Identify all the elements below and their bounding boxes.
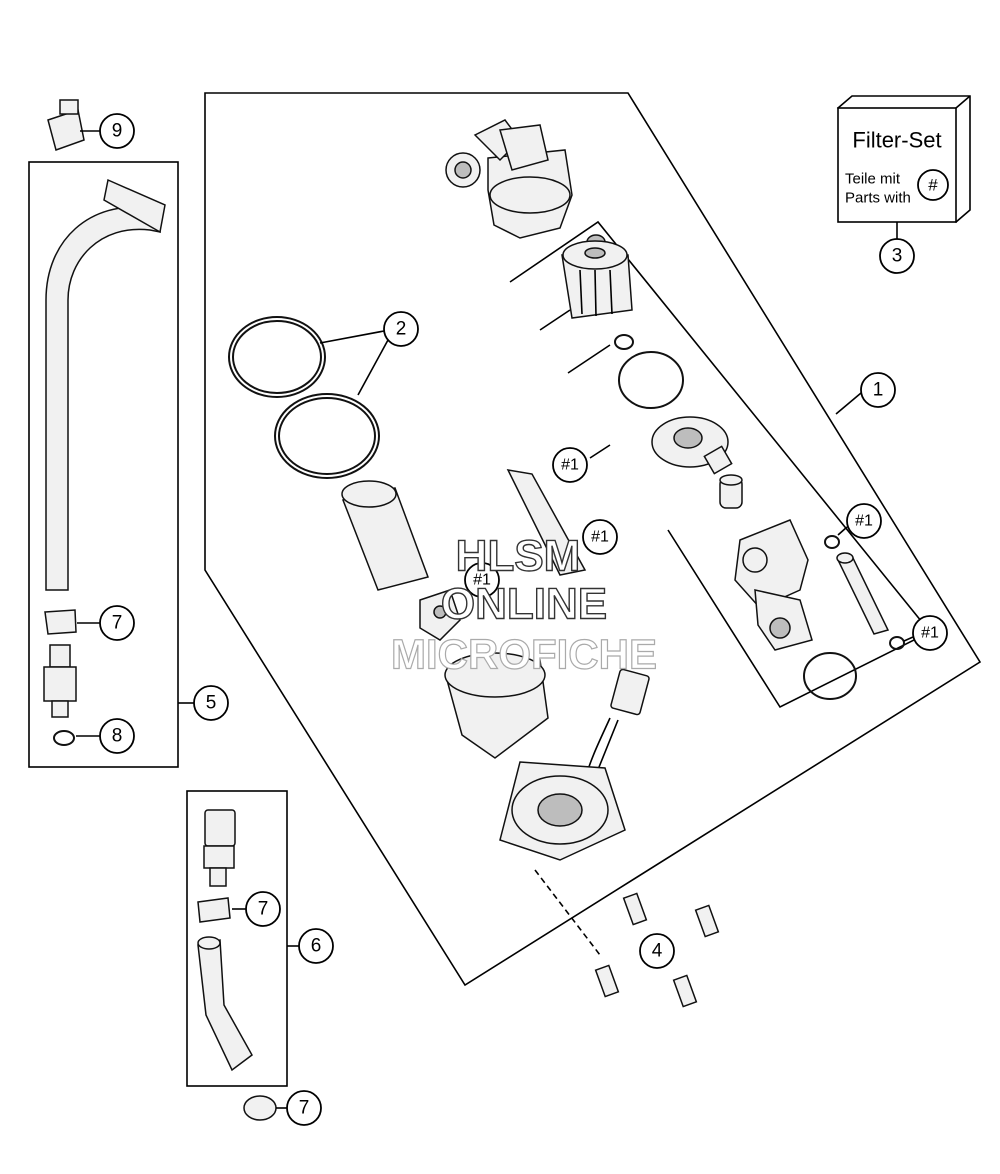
callout-hash1: #1 — [846, 503, 882, 539]
filter-set-line2: Parts with — [845, 190, 911, 207]
watermark-line2: ONLINE — [441, 580, 607, 629]
svg-text:4: 4 — [652, 941, 663, 962]
watermark-line3: MICROFICHE — [391, 631, 657, 678]
leader-line — [539, 309, 571, 331]
svg-text:8: 8 — [112, 726, 123, 747]
pump-flange-part — [499, 761, 626, 861]
main-assembly-frame — [204, 92, 982, 987]
o-ring-part — [803, 652, 857, 700]
callout-4: 4 — [639, 933, 675, 969]
hose-clip-part — [47, 99, 85, 151]
svg-text:3: 3 — [892, 246, 903, 267]
pump-motor-part — [734, 519, 813, 651]
callout-2: 2 — [383, 311, 419, 347]
clip-part — [419, 589, 461, 641]
leader-line — [357, 339, 389, 396]
filter-set-hash: # — [928, 176, 938, 195]
svg-text:7: 7 — [258, 899, 269, 920]
callout-1: 1 — [860, 372, 896, 408]
leader-line — [534, 869, 601, 956]
filter-set-box: Filter-Set Teile mit Parts with # — [836, 95, 971, 224]
large-o-ring-part — [274, 393, 380, 479]
callout-8: 8 — [99, 718, 135, 754]
svg-text:2: 2 — [396, 319, 407, 340]
callout-5: 5 — [193, 685, 229, 721]
hose-clamp-part — [197, 897, 231, 923]
leader-line — [835, 392, 862, 415]
callout-9: 9 — [99, 113, 135, 149]
svg-text:#1: #1 — [473, 572, 491, 589]
strainer-part — [506, 469, 587, 576]
pump-sleeve-part — [341, 480, 429, 591]
connector-assembly-frame — [186, 790, 288, 1087]
svg-text:9: 9 — [112, 121, 123, 142]
hose-clamp-part — [44, 609, 77, 635]
filter-cup-part — [561, 240, 633, 319]
pump-head-part — [445, 119, 573, 239]
short-hose-part — [197, 936, 253, 1072]
callout-7: 7 — [286, 1090, 322, 1126]
svg-text:6: 6 — [311, 936, 322, 957]
quick-connector-part — [203, 809, 236, 887]
callout-3: 3 — [879, 238, 915, 274]
leader-line — [589, 444, 611, 459]
large-o-ring-part-inner — [278, 397, 376, 475]
svg-text:5: 5 — [206, 693, 217, 714]
callout-7: 7 — [99, 605, 135, 641]
hose-part — [45, 178, 166, 591]
svg-text:#1: #1 — [855, 513, 873, 530]
svg-text:7: 7 — [299, 1098, 310, 1119]
watermark-line1: HLSM — [456, 532, 581, 581]
leader-line — [567, 344, 611, 374]
filter-set-line1: Teile mit — [845, 171, 901, 188]
watermark: HLSM ONLINE MICROFICHE — [390, 531, 657, 678]
hose-fitting-part — [43, 644, 77, 718]
leader-line — [903, 636, 914, 642]
leader-line — [319, 330, 385, 344]
pressure-regulator-part — [651, 416, 733, 475]
large-o-ring-part-inner — [232, 320, 322, 394]
svg-text:#1: #1 — [561, 457, 579, 474]
svg-text:7: 7 — [112, 613, 123, 634]
leader-line — [837, 526, 848, 536]
small-tube-part — [719, 474, 743, 509]
callout-hash1: #1 — [552, 447, 588, 483]
callout-hash1: #1 — [582, 519, 618, 555]
seal-ring-part — [53, 730, 75, 746]
small-o-ring-part — [824, 535, 840, 549]
small-o-ring-part — [889, 636, 905, 650]
small-o-ring-part — [614, 334, 634, 350]
long-pin-part — [836, 552, 890, 635]
pump-housing-part — [444, 652, 549, 759]
callout-hash1: #1 — [912, 615, 948, 651]
svg-text:1: 1 — [873, 380, 884, 401]
hose-assembly-frame — [28, 161, 179, 768]
callout-hash1: #1 — [464, 562, 500, 598]
screw-part — [594, 892, 720, 1008]
svg-text:#1: #1 — [921, 625, 939, 642]
hose-clamp-part — [243, 1095, 277, 1121]
callout-7: 7 — [245, 891, 281, 927]
large-o-ring-part — [228, 316, 326, 398]
filter-set-title: Filter-Set — [852, 128, 941, 153]
o-ring-part — [618, 351, 684, 409]
callout-6: 6 — [298, 928, 334, 964]
svg-text:#1: #1 — [591, 529, 609, 546]
connector-part — [584, 668, 650, 783]
